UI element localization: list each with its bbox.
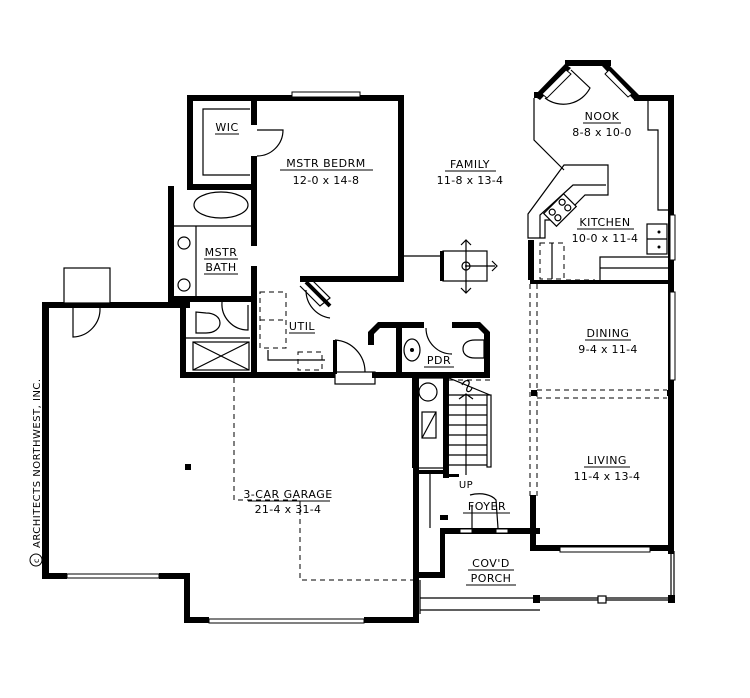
room-dims: 21-4 x 31-4 [255, 503, 322, 516]
room-mstr-bedrm: MSTR BEDRM 12-0 x 14-8 [280, 157, 373, 187]
foyer-walls [414, 470, 540, 534]
room-name: WIC [215, 121, 238, 134]
room-name: KITCHEN [579, 216, 630, 229]
staircase [448, 377, 492, 477]
copyright-symbol: c [32, 558, 41, 563]
garage-post [185, 464, 191, 470]
room-name: LIVING [587, 454, 627, 467]
room-name: NOOK [585, 110, 620, 123]
sink-icon [177, 236, 191, 250]
cooktop-icon [542, 192, 578, 228]
room-name: DINING [587, 327, 630, 340]
sink-icon [177, 278, 191, 292]
utility-sink [297, 351, 323, 371]
room-foyer: FOYER [463, 500, 510, 514]
garage-overhead-outline [233, 378, 413, 581]
room-name-line1: COV'D [472, 557, 510, 570]
copyright-notice: c ARCHITECTS NORTHWEST, INC. [29, 378, 43, 567]
bath-door-swing [221, 301, 249, 331]
room-dims: 9-4 x 11-4 [578, 343, 637, 356]
util-door-swing [305, 289, 331, 319]
copyright-text: ARCHITECTS NORTHWEST, INC. [32, 378, 43, 548]
water-heater-icon [418, 382, 438, 402]
room-name: UTIL [289, 320, 316, 333]
room-family: FAMILY 11-8 x 13-4 [437, 158, 504, 187]
room-name: MSTR BEDRM [286, 157, 365, 170]
room-dining: DINING 9-4 x 11-4 [578, 327, 637, 356]
master-bath-walls [168, 186, 420, 378]
powder-room-walls [368, 322, 490, 378]
bedroom-walls [187, 91, 404, 376]
room-name: FOYER [468, 500, 506, 513]
room-dims: 8-8 x 10-0 [572, 126, 631, 139]
room-living: LIVING 11-4 x 13-4 [574, 454, 641, 483]
room-nook: NOOK 8-8 x 10-0 [572, 110, 631, 139]
room-pdr: PDR [424, 354, 454, 368]
nook-door-swing [544, 69, 591, 105]
room-name: 3-CAR GARAGE [243, 488, 332, 501]
east-walls [530, 60, 676, 554]
garage-entry-door-swing [334, 339, 366, 373]
pdr-toilet-icon [462, 339, 485, 359]
stair-up-label: UP [459, 480, 473, 491]
pdr-door-swing [425, 327, 453, 355]
room-name-line1: MSTR [205, 246, 238, 259]
room-mstr-bath: MSTR BATH [204, 246, 238, 275]
room-dims: 11-4 x 13-4 [574, 470, 641, 483]
wic-shelving [202, 108, 250, 176]
room-dims: 10-0 x 11-4 [572, 232, 639, 245]
room-name-line2: PORCH [471, 572, 512, 585]
room-name: FAMILY [450, 158, 490, 171]
room-dims: 11-8 x 13-4 [437, 174, 504, 187]
wic-door-swing [256, 129, 284, 157]
room-garage: 3-CAR GARAGE 21-4 x 31-4 [243, 488, 332, 516]
room-name-line2: BATH [205, 261, 236, 274]
room-wic: WIC [215, 121, 239, 135]
room-porch: COV'D PORCH [466, 557, 516, 586]
room-util: UTIL [289, 320, 316, 334]
garage-door-swing [72, 303, 101, 338]
toilet-icon [195, 311, 221, 334]
room-dims: 12-0 x 14-8 [293, 174, 360, 187]
room-kitchen: KITCHEN 10-0 x 11-4 [572, 216, 639, 245]
garage-walls [42, 302, 445, 624]
room-name: PDR [427, 354, 451, 367]
bathtub-icon [193, 191, 249, 219]
garage-side-entry [63, 267, 111, 304]
pdr-sink-icon [403, 338, 421, 362]
